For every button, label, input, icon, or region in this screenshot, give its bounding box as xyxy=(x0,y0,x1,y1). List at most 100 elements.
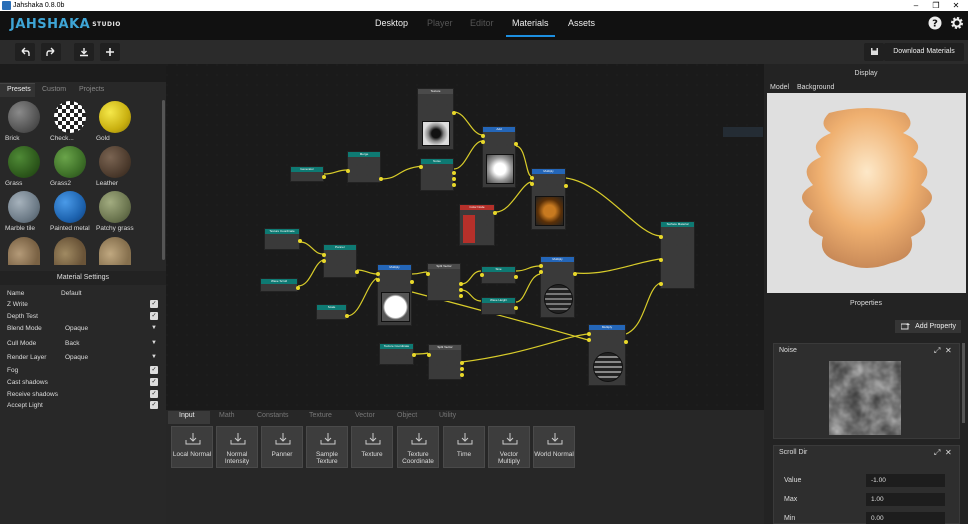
min-input[interactable]: 0.00 xyxy=(866,512,945,524)
material-preview-painted-metal[interactable] xyxy=(54,191,86,223)
accept-light-checkbox[interactable]: ✓ xyxy=(150,401,158,409)
node-add-preview[interactable]: Add xyxy=(481,126,518,188)
tab-texture[interactable]: Texture xyxy=(309,412,332,419)
node-multiply-preview-3[interactable]: Multiply xyxy=(539,256,577,318)
name-value[interactable]: Default xyxy=(61,290,82,297)
noise-texture-preview[interactable] xyxy=(829,361,901,435)
node-texture-coordinate-1[interactable]: Texture Coordinate xyxy=(264,228,302,250)
3d-viewport[interactable] xyxy=(767,93,966,293)
node-generator[interactable]: Generator xyxy=(290,166,326,182)
display-title: Display xyxy=(854,70,878,77)
redo-button[interactable] xyxy=(41,43,61,61)
node-split-vector-1[interactable]: Split Vector xyxy=(426,263,463,301)
material-preview-brick[interactable] xyxy=(8,101,40,133)
tab-constants[interactable]: Constants xyxy=(257,412,289,419)
restore-icon[interactable]: ❐ xyxy=(932,1,940,10)
expand-icon[interactable]: ⤢ xyxy=(934,448,941,457)
material-preview-gold[interactable] xyxy=(99,101,131,133)
tab-custom[interactable]: Custom xyxy=(42,86,67,93)
material-preview-row4-a[interactable] xyxy=(8,237,40,265)
node-tile-local-normal[interactable]: Local Normal xyxy=(171,426,213,468)
tile-label: Local Normal xyxy=(172,451,212,458)
tab-background[interactable]: Background xyxy=(797,84,835,91)
node-scale[interactable]: Scale xyxy=(316,304,349,320)
fog-checkbox[interactable]: ✓ xyxy=(150,366,158,374)
node-texture-preview-1[interactable]: Texture xyxy=(417,88,456,150)
tab-vector[interactable]: Vector xyxy=(355,412,375,419)
tab-model[interactable]: Model xyxy=(770,84,790,91)
node-tile-panner[interactable]: Panner xyxy=(261,426,303,468)
save-button[interactable] xyxy=(864,43,884,61)
node-split-vector-2[interactable]: Split Vector xyxy=(427,344,464,380)
node-multiply-preview-1[interactable]: Multiply xyxy=(530,168,568,230)
material-preview-grass[interactable] xyxy=(8,146,40,178)
node-tile-world-normal[interactable]: World Normal xyxy=(533,426,575,468)
cast-shadows-checkbox[interactable]: ✓ xyxy=(150,378,158,386)
chevron-down-icon[interactable]: ▼ xyxy=(151,354,157,360)
scroll-dir-card-title: Scroll Dir xyxy=(779,449,808,456)
value-input[interactable]: -1.00 xyxy=(866,474,945,487)
tab-editor[interactable]: Editor xyxy=(470,18,494,28)
node-merge[interactable]: Merge xyxy=(346,151,383,183)
node-wave-height[interactable]: Wave Height xyxy=(481,297,518,315)
tab-player[interactable]: Player xyxy=(427,18,453,28)
tab-math[interactable]: Math xyxy=(219,412,235,419)
tab-materials[interactable]: Materials xyxy=(506,18,554,37)
material-preview-row4-b[interactable] xyxy=(54,237,86,265)
receive-shadows-checkbox[interactable]: ✓ xyxy=(150,390,158,398)
material-preview-row4-c[interactable] xyxy=(99,237,131,265)
node-multiply-preview-2[interactable]: Multiply xyxy=(376,264,414,326)
material-preview-grass2[interactable] xyxy=(54,146,86,178)
material-preview-marble-tile[interactable] xyxy=(8,191,40,223)
node-sine[interactable]: Sine xyxy=(480,266,518,284)
add-property-button[interactable]: Add Property xyxy=(895,320,961,333)
expand-icon[interactable]: ⤢ xyxy=(934,346,941,355)
tab-input[interactable]: Input xyxy=(179,412,195,419)
tab-projects[interactable]: Projects xyxy=(79,86,105,93)
cull-mode-select[interactable]: Back xyxy=(65,340,80,347)
close-icon[interactable]: ✕ xyxy=(945,346,952,355)
download-tray-icon xyxy=(457,433,473,445)
close-window-icon[interactable]: ✕ xyxy=(952,1,960,10)
tab-desktop[interactable]: Desktop xyxy=(375,18,409,28)
add-button[interactable] xyxy=(100,43,120,61)
help-icon[interactable]: ? xyxy=(928,16,942,30)
logo-text: JAHSHAKA xyxy=(10,17,91,32)
node-tile-time[interactable]: Time xyxy=(443,426,485,468)
node-panner[interactable]: Panner xyxy=(322,244,359,278)
node-wave-scroll[interactable]: Wave Scroll xyxy=(260,278,300,292)
chevron-down-icon[interactable]: ▼ xyxy=(151,325,157,331)
undo-button[interactable] xyxy=(15,43,35,61)
blend-mode-select[interactable]: Opaque xyxy=(65,325,89,332)
tab-assets[interactable]: Assets xyxy=(568,18,596,28)
node-graph-canvas[interactable]: Generator Merge Texture Noise Add Multip… xyxy=(166,64,764,410)
import-button[interactable] xyxy=(74,43,94,61)
tab-presets[interactable]: Presets xyxy=(7,86,31,93)
node-surface-material[interactable]: Surface Material xyxy=(659,221,695,289)
close-icon[interactable]: ✕ xyxy=(945,448,952,457)
node-tile-texture[interactable]: Texture xyxy=(351,426,393,468)
properties-scrollbar[interactable] xyxy=(962,343,965,423)
node-multiply-preview-4[interactable]: Multiply xyxy=(587,324,628,386)
depth-test-checkbox[interactable]: ✓ xyxy=(150,312,158,320)
material-preview-patchy-grass[interactable] xyxy=(99,191,131,223)
node-texture-coordinate-2[interactable]: Texture Coordinate xyxy=(379,343,416,365)
settings-gear-icon[interactable] xyxy=(950,16,964,30)
max-input[interactable]: 1.00 xyxy=(866,493,945,506)
render-layer-select[interactable]: Opaque xyxy=(65,354,89,361)
node-color[interactable]: Color Node xyxy=(459,204,497,246)
tab-utility[interactable]: Utility xyxy=(439,412,457,419)
tab-object[interactable]: Object xyxy=(397,412,418,419)
presets-scrollbar[interactable] xyxy=(162,100,165,260)
chevron-down-icon[interactable]: ▼ xyxy=(151,340,157,346)
node-noise[interactable]: Noise xyxy=(419,158,456,191)
z-write-checkbox[interactable]: ✓ xyxy=(150,300,158,308)
download-materials-button[interactable]: Download Materials xyxy=(884,43,964,61)
material-preview-checker[interactable] xyxy=(54,101,86,133)
material-preview-leather[interactable] xyxy=(99,146,131,178)
minimize-icon[interactable]: – xyxy=(913,1,919,10)
